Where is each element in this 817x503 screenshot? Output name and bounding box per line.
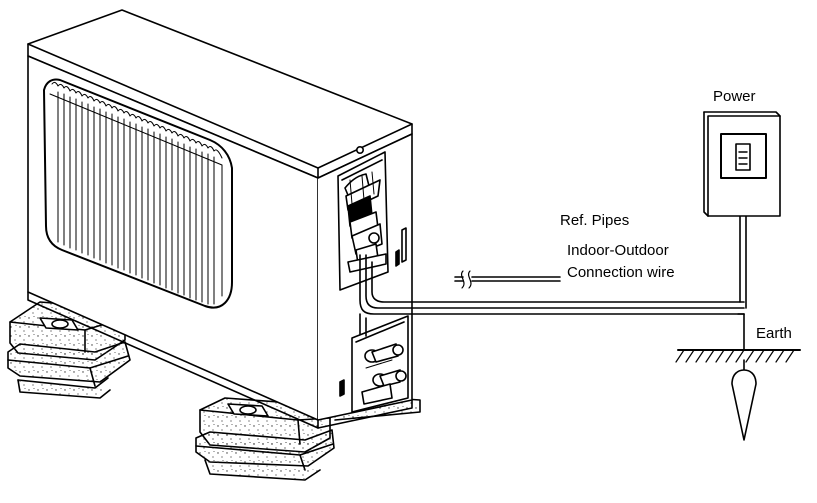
ground-rod-icon — [731, 359, 757, 441]
power-label: Power — [713, 88, 756, 105]
indoor-outdoor-label: Indoor-Outdoor — [567, 242, 669, 259]
earth-label: Earth — [756, 325, 792, 342]
wiring-compartment — [337, 151, 389, 291]
connection-wire-label: Connection wire — [567, 264, 675, 281]
mount-bolt-right — [227, 403, 269, 417]
fan-grille — [51, 81, 223, 305]
power-switch-box-icon — [703, 111, 781, 217]
connection-wire — [454, 270, 561, 289]
ref-pipes-label: Ref. Pipes — [560, 212, 630, 229]
service-valves — [351, 315, 409, 413]
refrigerant-pipes — [359, 254, 745, 337]
mounting-block-right — [195, 395, 421, 481]
air-conditioner-outdoor-unit-icon — [27, 9, 413, 429]
mount-bolt-left — [39, 317, 79, 331]
ground-symbol-icon — [675, 349, 801, 363]
